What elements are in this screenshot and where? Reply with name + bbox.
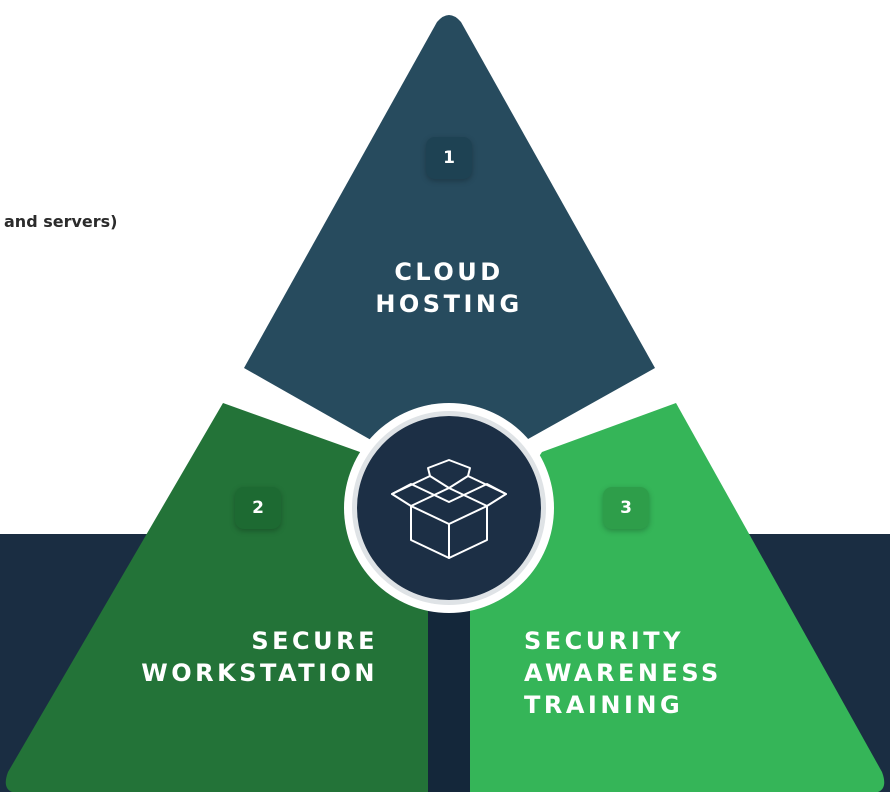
segment-cloud-hosting <box>244 15 655 448</box>
security-awareness-training-label-line-2: AWARENESS <box>524 659 722 687</box>
secure-workstation-label-line-2: WORKSTATION <box>141 659 378 687</box>
gap-shadow <box>426 600 472 792</box>
security-awareness-training-label-line-3: TRAINING <box>524 691 684 719</box>
security-awareness-training-label-line-1: SECURITY <box>524 627 684 655</box>
secure-workstation-label-line-1: SECURE <box>251 627 378 655</box>
segment-1-badge: 1 <box>426 137 472 179</box>
cloud-hosting-label-line-1: CLOUD <box>394 258 504 286</box>
cloud-hosting-label: CLOUD HOSTING <box>349 256 549 320</box>
security-awareness-training-label: SECURITY AWARENESS TRAINING <box>524 625 722 721</box>
segment-security-awareness-training <box>470 403 885 792</box>
secure-workstation-label: SECURE WORKSTATION <box>141 625 378 689</box>
open-box-icon <box>391 459 507 559</box>
segment-3-badge: 3 <box>603 487 649 529</box>
cloud-hosting-label-line-2: HOSTING <box>375 290 523 318</box>
partial-text: and servers) <box>4 212 118 231</box>
center-circle <box>357 416 541 600</box>
segment-2-badge: 2 <box>235 487 281 529</box>
segment-secure-workstation <box>5 403 428 792</box>
